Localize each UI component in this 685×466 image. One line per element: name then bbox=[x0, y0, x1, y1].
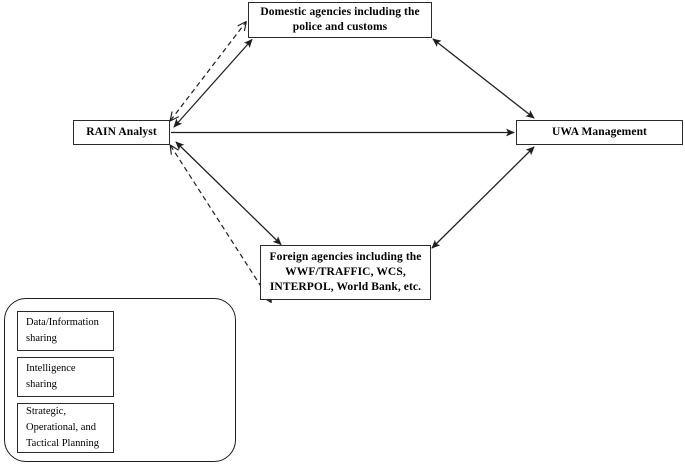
node-foreign-agencies[interactable]: Foreign agencies including the WWF/TRAFF… bbox=[260, 245, 431, 300]
edge-rain-domestic-solid bbox=[173, 38, 253, 128]
node-domestic-agencies[interactable]: Domestic agencies including the police a… bbox=[248, 2, 432, 38]
node-rain-analyst-label: RAIN Analyst bbox=[86, 125, 157, 138]
edge-domestic-uwa-solid bbox=[432, 38, 535, 119]
node-uwa-management-label: UWA Management bbox=[552, 125, 647, 138]
node-uwa-management[interactable]: UWA Management bbox=[516, 120, 683, 145]
edge-rain-domestic-dashed bbox=[171, 22, 247, 121]
legend-item-strategic-operational-tactical-planning[interactable]: Strategic, Operational, and Tactical Pla… bbox=[17, 403, 114, 453]
node-rain-analyst[interactable]: RAIN Analyst bbox=[73, 120, 170, 145]
node-foreign-agencies-label: Foreign agencies including the WWF/TRAFF… bbox=[269, 250, 422, 294]
node-domestic-agencies-label: Domestic agencies including the police a… bbox=[260, 5, 420, 33]
edge-foreign-uwa-solid bbox=[431, 146, 535, 249]
edge-rain-foreign-dashed bbox=[171, 146, 272, 303]
edge-rain-foreign-solid bbox=[175, 141, 282, 246]
legend-item-intelligence-sharing[interactable]: Intelligence sharing bbox=[17, 357, 114, 397]
legend-panel: Data/Information sharing Intelligence sh… bbox=[4, 298, 236, 462]
legend-item-data-information-sharing[interactable]: Data/Information sharing bbox=[17, 311, 114, 351]
